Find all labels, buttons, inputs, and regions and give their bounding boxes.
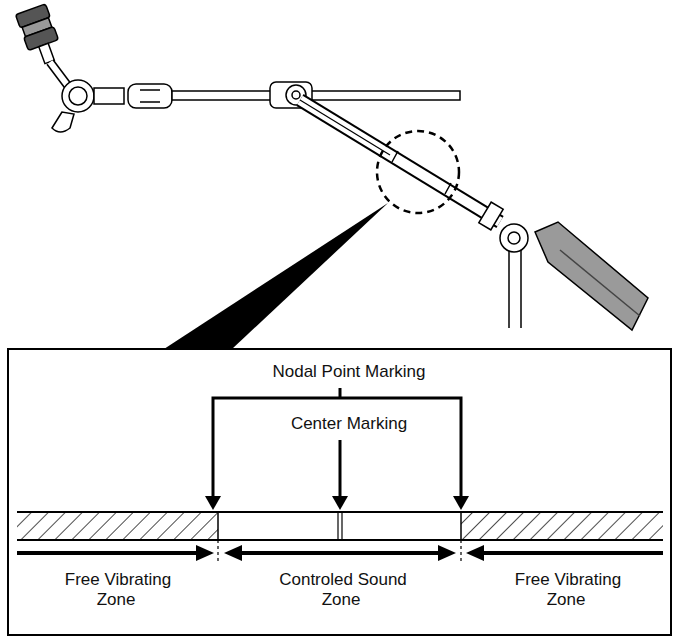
zoom-callout-box: Nodal Point MarkingCenter MarkingFree Vi…	[7, 348, 672, 636]
zone-label: Free Vibrating Zone	[47, 570, 187, 610]
rod-section	[17, 512, 663, 562]
zoom-wedge	[164, 203, 388, 349]
marking-label: Nodal Point Marking	[229, 362, 469, 382]
stand-clamp	[479, 202, 648, 330]
angled-tube	[300, 100, 500, 222]
marking-arrows	[213, 388, 461, 500]
arrow-heads	[205, 496, 469, 510]
zone-arrows	[17, 551, 663, 555]
marking-label: Center Marking	[249, 414, 449, 434]
zone-label: Controled Sound Zone	[267, 570, 417, 610]
cymbal-holder	[15, 4, 172, 132]
zone-arrow-heads	[196, 545, 484, 561]
zone-label: Free Vibrating Zone	[497, 570, 637, 610]
